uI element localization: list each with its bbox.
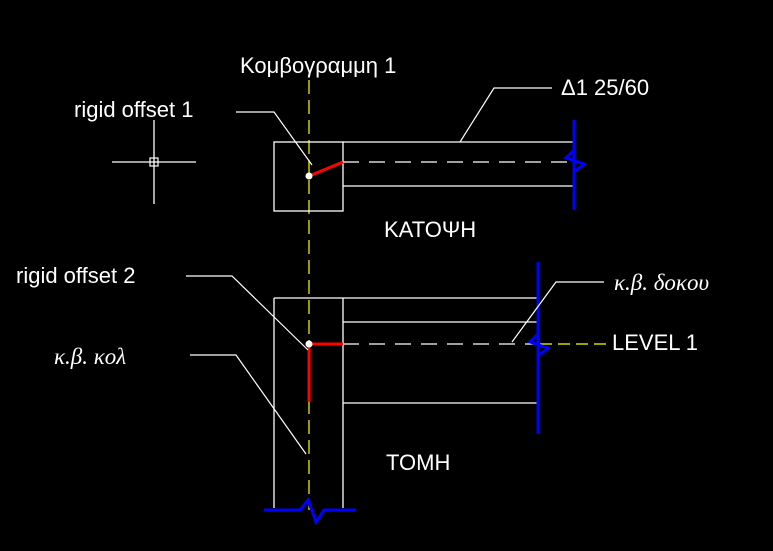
beam-label-leader (459, 87, 552, 143)
level-label: LEVEL 1 (612, 330, 698, 355)
plan-break-zigzag (563, 148, 588, 174)
section-view-title: ΤΟΜΗ (386, 450, 450, 475)
section-node-point (305, 340, 313, 348)
rigid-offset-1-label: rigid offset 1 (74, 97, 193, 122)
section-column-break (264, 496, 356, 526)
beam-centroid-leader (511, 281, 604, 343)
section-view (186, 262, 610, 526)
rigid-offset-1-line (308, 160, 344, 178)
section-beam-break-zigzag (527, 332, 552, 358)
crosshair-cursor (112, 120, 196, 204)
column-centroid-leader (190, 354, 307, 455)
rigid-offset-2-label: rigid offset 2 (16, 263, 135, 288)
plan-node-point (305, 172, 313, 180)
beam-centroid-label: κ.β. δοκου (614, 270, 709, 295)
plan-view (236, 87, 588, 212)
plan-column (273, 141, 344, 212)
rigid-offset-1-leader (236, 111, 313, 166)
plan-view-title: ΚΑΤΟΨΗ (384, 217, 476, 242)
beam-label: Δ1 25/60 (561, 75, 649, 100)
column-centroid-label: κ.β. κολ (54, 344, 126, 369)
rigid-offset-2-leader (186, 275, 309, 351)
node-line-label: Κομβογραμμη 1 (240, 53, 396, 78)
